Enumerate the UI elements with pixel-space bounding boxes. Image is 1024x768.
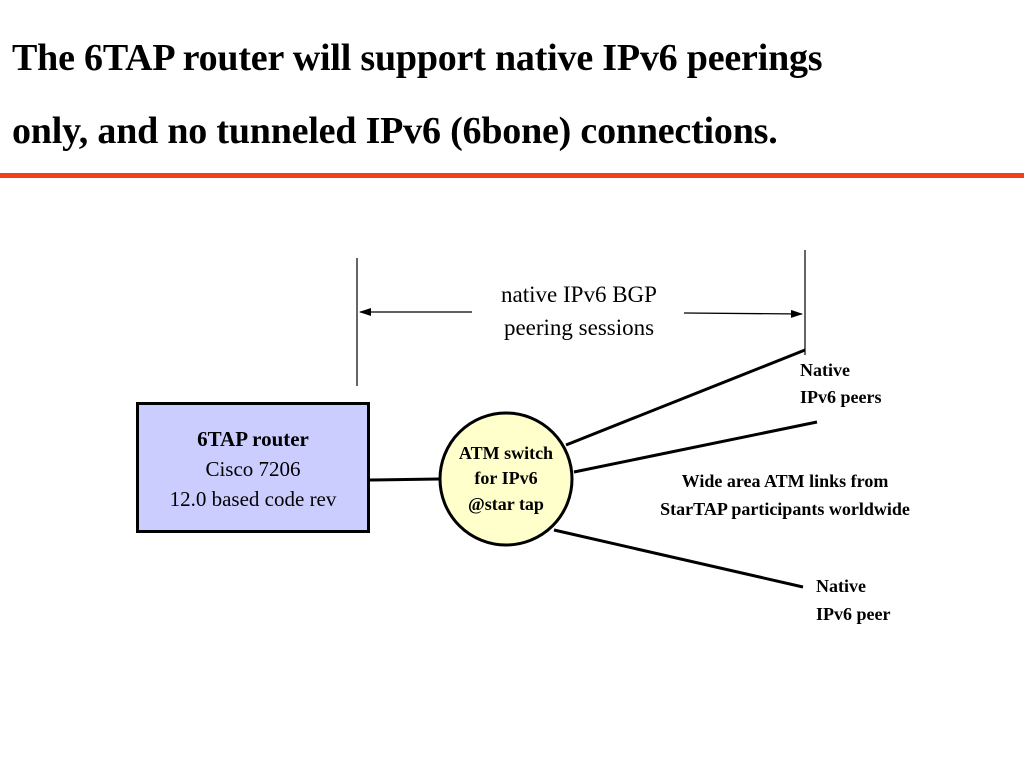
title-divider	[0, 173, 1024, 178]
router-model: Cisco 7206	[205, 457, 300, 481]
native-peers-top-line-1: Native	[800, 360, 850, 380]
atm-switch-line-1: ATM switch	[459, 443, 553, 463]
atm-switch-shape	[438, 411, 574, 547]
link-native-peer-middle	[573, 420, 818, 474]
wan-links-label-line-1: Wide area ATM links from	[682, 471, 889, 491]
native-peer-bottom-line-1: Native	[816, 576, 866, 596]
router-name: 6TAP router	[197, 427, 309, 451]
bgp-span-right-arrow	[683, 309, 803, 318]
slide-title: The 6TAP router will support native IPv6…	[12, 22, 1012, 168]
atm-switch-node: ATM switch for IPv6 @star tap	[438, 411, 574, 547]
bgp-label-line-1: native IPv6 BGP	[501, 282, 657, 307]
slide-title-line-1: The 6TAP router will support native IPv6…	[12, 37, 823, 79]
router-box: 6TAP router Cisco 7206 12.0 based code r…	[136, 402, 370, 533]
bgp-label-line-2: peering sessions	[504, 315, 654, 340]
native-peer-bottom-line-2: IPv6 peer	[816, 604, 890, 624]
wan-links-label-line-2: StarTAP participants worldwide	[660, 499, 910, 519]
link-native-peer-top	[565, 348, 806, 447]
router-switch-link	[368, 477, 440, 482]
atm-switch-line-3: @star tap	[468, 494, 544, 514]
slide-title-line-2: only, and no tunneled IPv6 (6bone) conne…	[12, 110, 778, 152]
router-code-rev: 12.0 based code rev	[170, 487, 337, 511]
native-peers-top-line-2: IPv6 peers	[800, 387, 881, 407]
link-native-peer-bottom	[553, 528, 804, 589]
router-box-shape	[136, 402, 370, 533]
atm-switch-line-2: for IPv6	[474, 468, 537, 488]
